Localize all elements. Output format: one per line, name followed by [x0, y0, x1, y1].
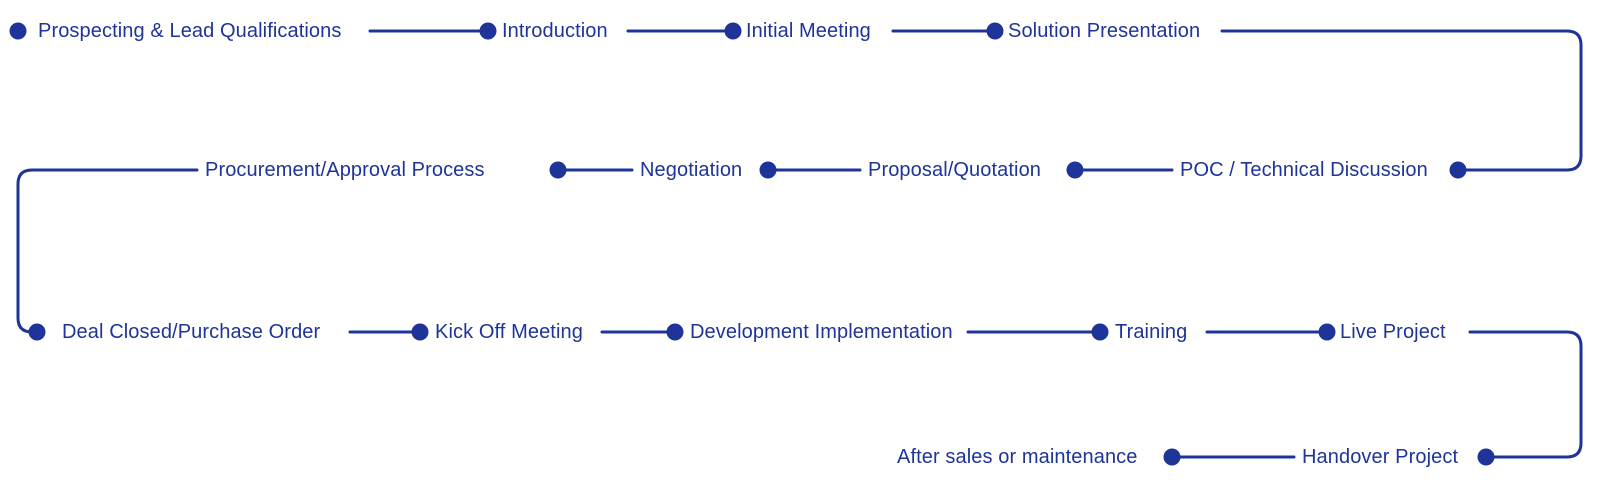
step-label-prospecting-lead-qualifications: Prospecting & Lead Qualifications [38, 20, 342, 42]
step-dot-icon [986, 22, 1004, 40]
step-label-solution-presentation: Solution Presentation [1008, 20, 1201, 42]
step-label-deal-closed-purchase-order: Deal Closed/Purchase Order [62, 321, 321, 343]
step-dot-icon [9, 22, 27, 40]
step-dot-icon [1449, 161, 1467, 179]
connector-line [16, 168, 199, 334]
step-dot-icon [549, 161, 567, 179]
step-dot-icon [666, 323, 684, 341]
step-dot-icon [1477, 448, 1495, 466]
step-label-development-implementation: Development Implementation [690, 321, 953, 343]
step-dot-icon [479, 22, 497, 40]
step-dot-icon [759, 161, 777, 179]
step-label-initial-meeting: Initial Meeting [746, 20, 871, 42]
step-dot-icon [724, 22, 742, 40]
step-label-kick-off-meeting: Kick Off Meeting [435, 321, 583, 343]
connector-line [1220, 29, 1583, 172]
step-dot-icon [1163, 448, 1181, 466]
step-dot-icon [28, 323, 46, 341]
step-label-introduction: Introduction [502, 20, 608, 42]
step-label-live-project: Live Project [1340, 321, 1446, 343]
step-label-procurement-approval-process: Procurement/Approval Process [205, 159, 485, 181]
step-dot-icon [1091, 323, 1109, 341]
step-label-handover-project: Handover Project [1302, 446, 1459, 468]
step-label-poc-technical-discussion: POC / Technical Discussion [1180, 159, 1428, 181]
step-label-training: Training [1115, 321, 1188, 343]
step-label-after-sales-or-maintenance: After sales or maintenance [897, 446, 1138, 468]
step-dot-icon [411, 323, 429, 341]
step-label-proposal-quotation: Proposal/Quotation [868, 159, 1042, 181]
step-dot-icon [1318, 323, 1336, 341]
connector-line [1468, 330, 1583, 459]
step-dot-icon [1066, 161, 1084, 179]
step-label-negotiation: Negotiation [640, 159, 743, 181]
